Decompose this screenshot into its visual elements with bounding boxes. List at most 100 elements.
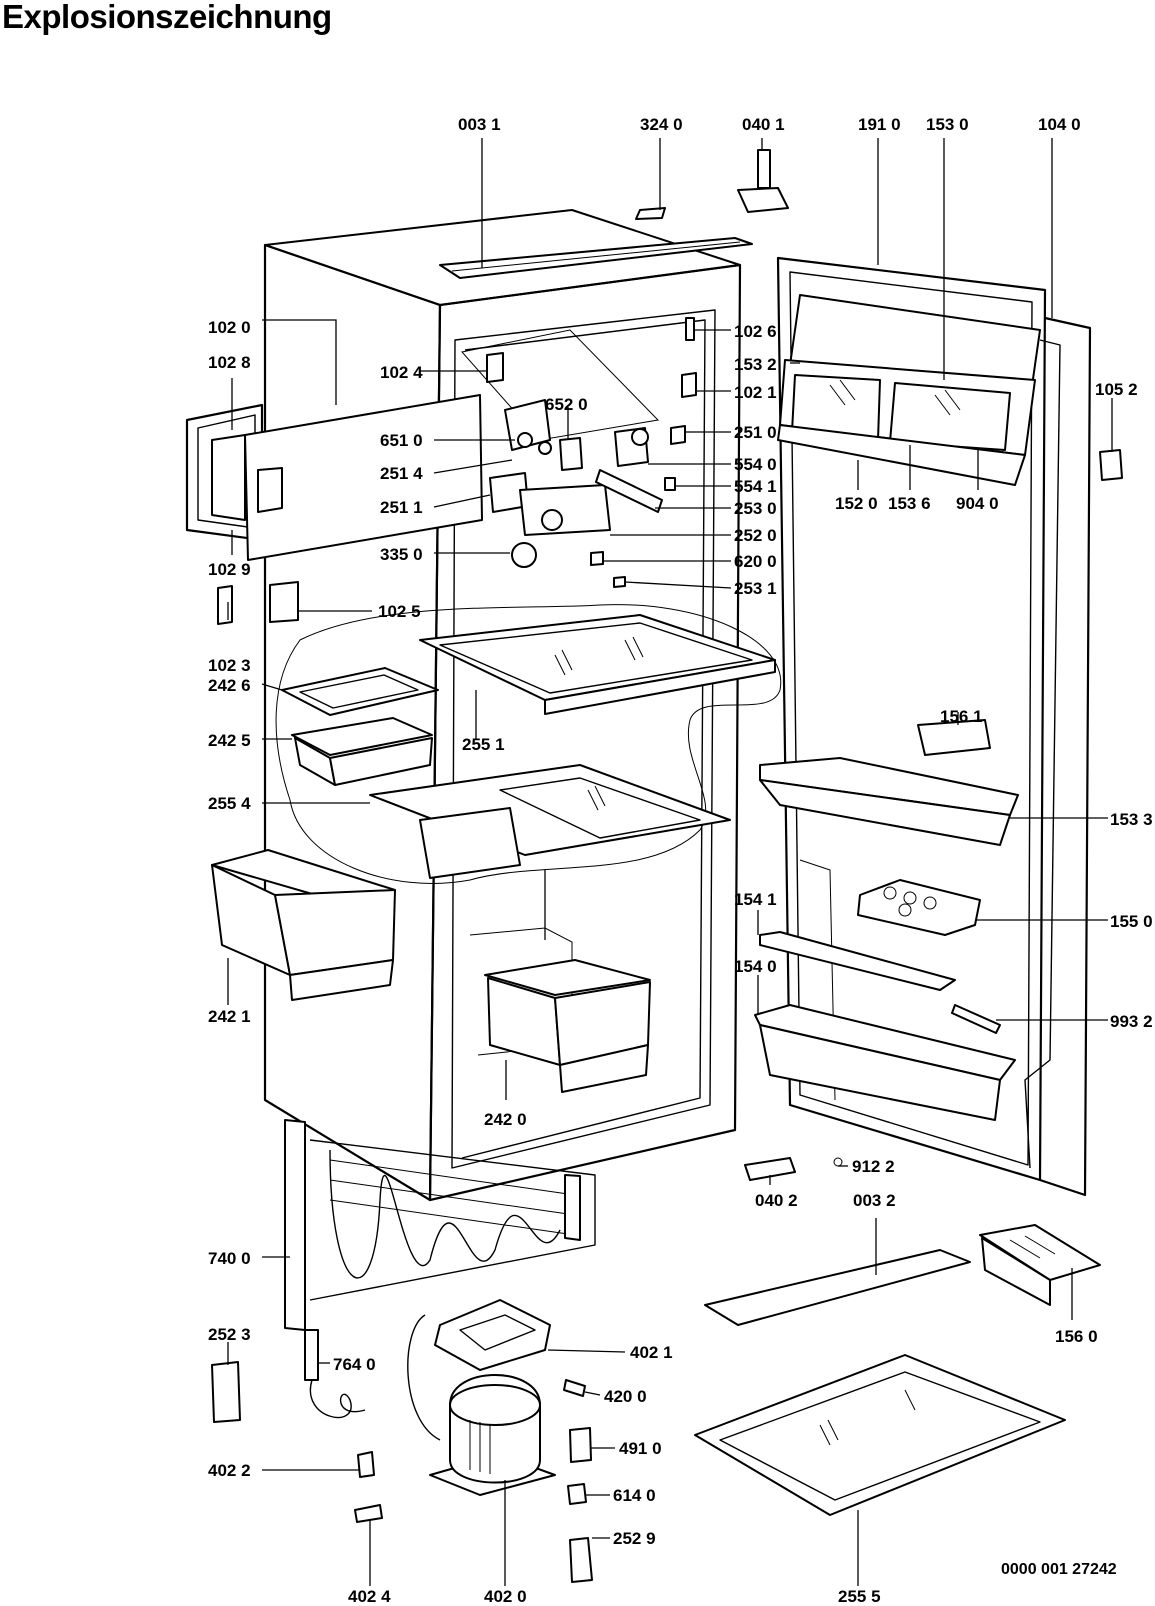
part-102-5: [269, 581, 299, 623]
door-shelf-153-3: [759, 757, 1019, 846]
compressor-402-0: [407, 1314, 556, 1496]
part-242-6: [281, 667, 439, 716]
part-154-1: [759, 931, 956, 991]
part-491-0: [569, 1427, 592, 1463]
freezer-door-assembly: [185, 394, 483, 561]
part-614-0: [567, 1483, 587, 1505]
label-402-1: 402 1: [630, 1343, 673, 1362]
label-153-2: 153 2: [734, 355, 777, 374]
label-993-2: 993 2: [1110, 1012, 1153, 1031]
ice-tray-156-0: [979, 1224, 1101, 1306]
label-912-2: 912 2: [852, 1157, 895, 1176]
glass-shelf-upper: [419, 614, 776, 715]
label-102-5: 102 5: [378, 602, 421, 621]
part-252-3: [211, 1361, 241, 1423]
label-255-4: 255 4: [208, 794, 251, 813]
part-912-2: [833, 1157, 843, 1167]
label-040-1: 040 1: [742, 115, 785, 134]
crisper-drawer-left: [211, 849, 396, 1001]
label-620-0: 620 0: [734, 552, 777, 571]
part-252-9: [569, 1537, 593, 1583]
label-252-0: 252 0: [734, 526, 777, 545]
label-003-2: 003 2: [853, 1191, 896, 1210]
leader-lines: [227, 138, 1113, 1586]
part-155-0: [857, 879, 981, 936]
label-156-1: 156 1: [940, 707, 983, 726]
label-554-0: 554 0: [734, 455, 777, 474]
diagram-title: Explosionszeichnung: [2, 0, 332, 35]
capillary-764-0: [304, 1329, 366, 1419]
label-102-6: 102 6: [734, 322, 777, 341]
control-parts: [486, 317, 697, 588]
compressor-tray-402-1: [434, 1299, 551, 1371]
label-740-0: 740 0: [208, 1249, 251, 1268]
part-420-0: [563, 1379, 586, 1397]
label-242-5: 242 5: [208, 731, 251, 750]
label-153-6: 153 6: [888, 494, 931, 513]
label-242-1: 242 1: [208, 1007, 251, 1026]
label-252-3: 252 3: [208, 1325, 251, 1344]
label-102-9: 102 9: [208, 560, 251, 579]
label-491-0: 491 0: [619, 1439, 662, 1458]
part-040-2: [744, 1157, 796, 1181]
label-102-3: 102 3: [208, 656, 251, 675]
label-255-5: 255 5: [838, 1587, 881, 1606]
part-402-4: [354, 1504, 383, 1523]
part-402-2: [357, 1451, 375, 1478]
label-904-0: 904 0: [956, 494, 999, 513]
door-butter-compartment: [777, 294, 1041, 486]
label-156-0: 156 0: [1055, 1327, 1098, 1346]
label-652-0: 652 0: [545, 395, 588, 414]
label-324-0: 324 0: [640, 115, 683, 134]
document-number: 0000 001 27242: [1001, 1561, 1117, 1578]
label-402-2: 402 2: [208, 1461, 251, 1480]
label-651-0: 651 0: [380, 431, 423, 450]
label-105-2: 105 2: [1095, 380, 1138, 399]
label-153-0: 153 0: [926, 115, 969, 134]
glass-shelf-middle: [369, 764, 731, 879]
egg-rack-holes: [883, 886, 937, 917]
door: [776, 256, 1092, 1197]
part-040-1: [737, 149, 789, 213]
label-003-1: 003 1: [458, 115, 501, 134]
label-242-6: 242 6: [208, 676, 251, 695]
part-324-0: [635, 207, 666, 220]
label-335-0: 335 0: [380, 545, 423, 564]
label-251-0: 251 0: [734, 423, 777, 442]
part-105-2: [1099, 449, 1123, 481]
label-152-0: 152 0: [835, 494, 878, 513]
glass-shelf-bottom: [694, 1354, 1066, 1516]
label-102-1: 102 1: [734, 383, 777, 402]
door-shelf-154-0: [754, 1004, 1016, 1121]
crisper-drawer-center: [484, 959, 651, 1093]
label-102-0: 102 0: [208, 318, 251, 337]
label-420-0: 420 0: [604, 1387, 647, 1406]
freezer-region-outline: [275, 604, 782, 884]
label-253-0: 253 0: [734, 499, 777, 518]
label-614-0: 614 0: [613, 1486, 656, 1505]
label-251-1: 251 1: [380, 498, 423, 517]
label-102-4: 102 4: [380, 363, 423, 382]
label-040-2: 040 2: [755, 1191, 798, 1210]
label-252-9: 252 9: [613, 1529, 656, 1548]
part-003-2: [704, 1249, 971, 1326]
label-402-0: 402 0: [484, 1587, 527, 1606]
label-251-4: 251 4: [380, 464, 423, 483]
part-993-2: [951, 1004, 1001, 1034]
label-154-0: 154 0: [734, 957, 777, 976]
part-102-3: [217, 585, 233, 625]
condenser-740-0: [284, 1119, 596, 1331]
label-191-0: 191 0: [858, 115, 901, 134]
label-242-0: 242 0: [484, 1110, 527, 1129]
label-402-4: 402 4: [348, 1587, 391, 1606]
label-764-0: 764 0: [333, 1355, 376, 1374]
label-154-1: 154 1: [734, 890, 777, 909]
part-labels: 003 1 324 0 040 1 191 0 153 0 104 0 102 …: [208, 115, 1153, 1606]
part-242-5: [291, 717, 433, 786]
part-156-1: [917, 719, 991, 756]
label-554-1: 554 1: [734, 477, 777, 496]
label-253-1: 253 1: [734, 579, 777, 598]
label-102-8: 102 8: [208, 353, 251, 372]
label-255-1: 255 1: [462, 735, 505, 754]
